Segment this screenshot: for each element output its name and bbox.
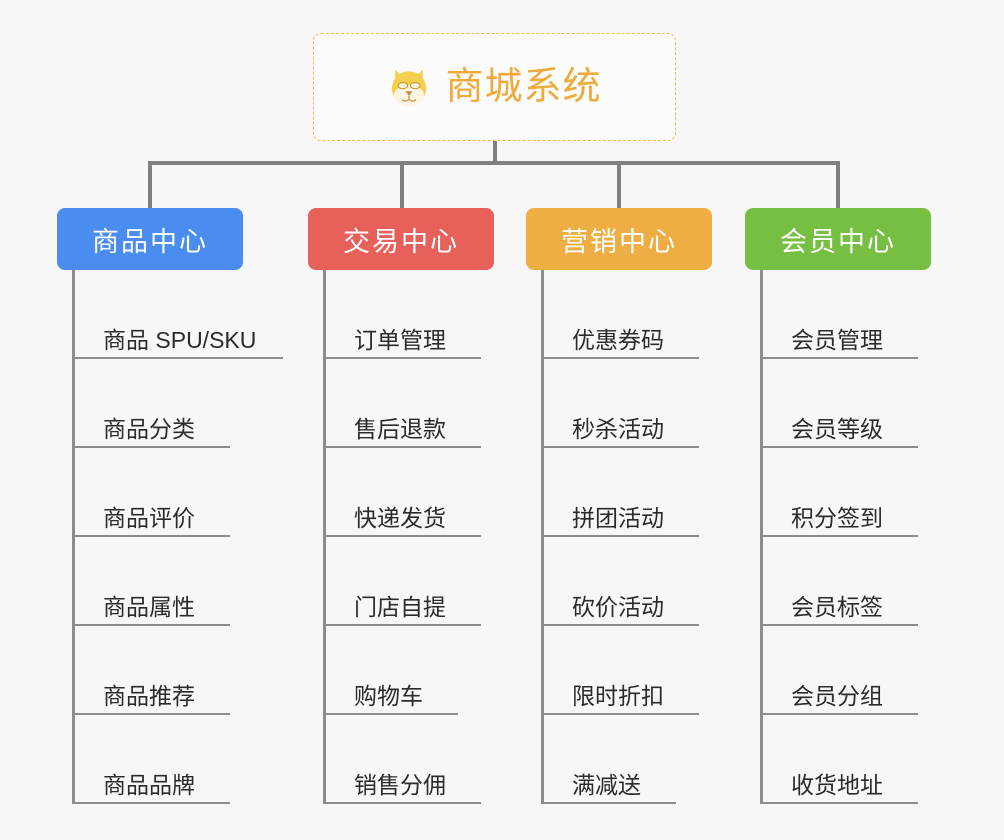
leaf-rule	[326, 802, 481, 804]
leaf-label: 会员等级	[791, 415, 883, 442]
leaf-rule	[763, 535, 918, 537]
leaf-rule	[326, 713, 458, 715]
leaf-item[interactable]: 限时折扣	[544, 626, 712, 715]
leaf-label: 商品推荐	[103, 682, 195, 709]
leaf-item[interactable]: 商品 SPU/SKU	[75, 270, 283, 359]
leaf-item[interactable]: 砍价活动	[544, 537, 712, 626]
leaf-rule	[326, 357, 481, 359]
leaf-rule	[75, 446, 230, 448]
branch-column: 会员中心 会员管理 会员等级 积分签到 会员标签 会员分组	[745, 208, 931, 804]
leaf-item[interactable]: 优惠券码	[544, 270, 712, 359]
leaf-label: 商品 SPU/SKU	[103, 326, 257, 353]
leaf-item[interactable]: 快递发货	[326, 448, 494, 537]
leaf-rule	[544, 357, 699, 359]
leaf-rule	[326, 446, 481, 448]
branch-header[interactable]: 商品中心	[57, 208, 243, 270]
leaf-rule	[544, 802, 676, 804]
leaf-label: 快递发货	[354, 504, 446, 531]
leaf-item[interactable]: 门店自提	[326, 537, 494, 626]
leaf-label: 会员标签	[791, 593, 883, 620]
leaf-item[interactable]: 商品分类	[75, 359, 256, 448]
leaf-rule	[544, 713, 699, 715]
leaf-rule	[75, 357, 283, 359]
leaf-rule	[326, 624, 481, 626]
connector-horizontal-bar	[148, 161, 840, 165]
leaf-list: 优惠券码 秒杀活动 拼团活动 砍价活动 限时折扣 满减送	[541, 270, 712, 804]
leaf-item[interactable]: 商品属性	[75, 537, 256, 626]
branch-header[interactable]: 交易中心	[308, 208, 494, 270]
leaf-rule	[75, 535, 230, 537]
leaf-item[interactable]: 积分签到	[763, 448, 931, 537]
leaf-rule	[763, 357, 918, 359]
connector-drop-1	[400, 161, 404, 208]
leaf-item[interactable]: 购物车	[326, 626, 494, 715]
branch-column: 商品中心 商品 SPU/SKU 商品分类 商品评价 商品属性 商品推荐	[57, 208, 283, 804]
leaf-list: 会员管理 会员等级 积分签到 会员标签 会员分组 收货地址	[760, 270, 931, 804]
leaf-label: 优惠券码	[572, 326, 664, 353]
leaf-label: 会员管理	[791, 326, 883, 353]
leaf-label: 限时折扣	[572, 682, 664, 709]
leaf-item[interactable]: 会员分组	[763, 626, 931, 715]
leaf-rule	[75, 713, 230, 715]
leaf-label: 收货地址	[791, 771, 883, 798]
leaf-item[interactable]: 会员标签	[763, 537, 931, 626]
leaf-rule	[544, 535, 699, 537]
connector-root-stem	[493, 141, 497, 165]
leaf-label: 秒杀活动	[572, 415, 664, 442]
leaf-list: 商品 SPU/SKU 商品分类 商品评价 商品属性 商品推荐 商品品牌	[72, 270, 283, 804]
leaf-rule	[544, 624, 699, 626]
branch-header[interactable]: 会员中心	[745, 208, 931, 270]
leaf-item[interactable]: 售后退款	[326, 359, 494, 448]
leaf-label: 商品分类	[103, 415, 195, 442]
leaf-label: 商品品牌	[103, 771, 195, 798]
leaf-item[interactable]: 满减送	[544, 715, 712, 804]
branch-column: 交易中心 订单管理 售后退款 快递发货 门店自提 购物车	[308, 208, 494, 804]
leaf-label: 满减送	[572, 771, 641, 798]
leaf-label: 门店自提	[354, 593, 446, 620]
leaf-label: 订单管理	[354, 326, 446, 353]
leaf-label: 商品评价	[103, 504, 195, 531]
leaf-rule	[763, 802, 918, 804]
leaf-rule	[326, 535, 481, 537]
leaf-label: 购物车	[354, 682, 423, 709]
leaf-label: 会员分组	[791, 682, 883, 709]
leaf-item[interactable]: 会员管理	[763, 270, 931, 359]
root-title: 商城系统	[445, 66, 602, 108]
root-node[interactable]: 商城系统	[313, 33, 676, 141]
leaf-rule	[763, 713, 918, 715]
dog-face-icon	[392, 69, 427, 107]
leaf-rule	[763, 446, 918, 448]
leaf-rule	[763, 624, 918, 626]
branch-header[interactable]: 营销中心	[526, 208, 712, 270]
leaf-item[interactable]: 销售分佣	[326, 715, 494, 804]
leaf-label: 售后退款	[354, 415, 446, 442]
leaf-rule	[75, 624, 230, 626]
leaf-label: 商品属性	[103, 593, 195, 620]
leaf-label: 销售分佣	[354, 771, 446, 798]
leaf-rule	[544, 446, 699, 448]
leaf-label: 积分签到	[791, 504, 883, 531]
leaf-list: 订单管理 售后退款 快递发货 门店自提 购物车 销售分佣	[323, 270, 494, 804]
leaf-item[interactable]: 秒杀活动	[544, 359, 712, 448]
branch-column: 营销中心 优惠券码 秒杀活动 拼团活动 砍价活动 限时折扣	[526, 208, 712, 804]
leaf-label: 砍价活动	[572, 593, 664, 620]
leaf-rule	[75, 802, 230, 804]
leaf-item[interactable]: 商品品牌	[75, 715, 256, 804]
connector-drop-3	[836, 161, 840, 208]
connector-drop-2	[617, 161, 621, 208]
leaf-item[interactable]: 商品推荐	[75, 626, 256, 715]
connector-drop-0	[148, 161, 152, 208]
leaf-item[interactable]: 订单管理	[326, 270, 494, 359]
leaf-item[interactable]: 会员等级	[763, 359, 931, 448]
leaf-item[interactable]: 拼团活动	[544, 448, 712, 537]
leaf-item[interactable]: 收货地址	[763, 715, 931, 804]
leaf-item[interactable]: 商品评价	[75, 448, 256, 537]
leaf-label: 拼团活动	[572, 504, 664, 531]
